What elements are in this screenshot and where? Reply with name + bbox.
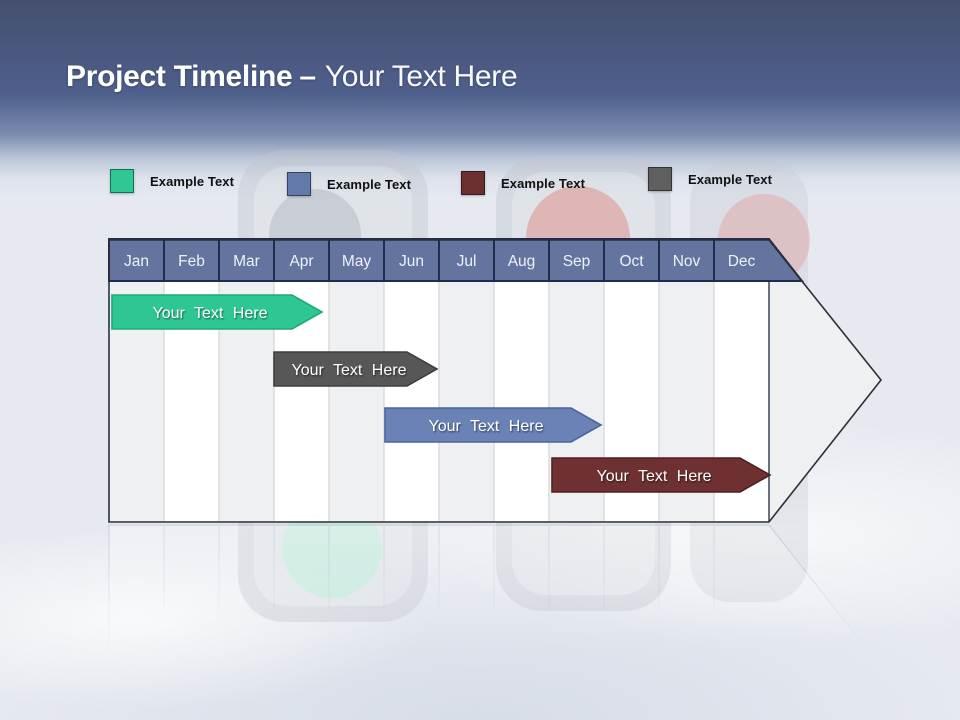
legend-swatch-gray xyxy=(648,167,672,191)
month-label-may: May xyxy=(342,253,372,270)
bar-shape-red xyxy=(551,457,772,493)
month-label-jun: Jun xyxy=(399,253,424,270)
month-header-row[interactable]: Jan Feb Mar Apr May Jun Jul Aug Sep Oct … xyxy=(108,238,805,282)
legend-label-blue: Example Text xyxy=(327,176,412,192)
title-dash: – xyxy=(299,60,316,93)
title-main: Project Timeline xyxy=(66,60,293,93)
title-subtitle: Your Text Here xyxy=(324,60,518,93)
bar-label-gray: Your Text Here xyxy=(292,362,407,379)
timeline-bar-red[interactable]: Your Text Here xyxy=(551,457,772,493)
legend-item-blue[interactable]: Example Text xyxy=(287,172,411,196)
month-label-apr: Apr xyxy=(289,253,313,270)
gantt-bars: Your Text Here Your Text Here Your Text … xyxy=(111,294,772,493)
legend-label-red: Example Text xyxy=(501,175,586,191)
month-header-borders xyxy=(163,240,715,281)
month-label-jan: Jan xyxy=(124,253,149,270)
month-label-mar: Mar xyxy=(233,253,260,270)
legend-item-green[interactable]: Example Text xyxy=(110,169,234,193)
bar-label-blue: Your Text Here xyxy=(429,418,544,435)
reflection-column-lines xyxy=(163,526,715,610)
legend-label-green: Example Text xyxy=(150,173,235,189)
bar-shape-green xyxy=(111,294,324,330)
legend-label-gray: Example Text xyxy=(688,171,773,187)
bar-label-green: Your Text Here xyxy=(153,305,268,322)
legend-item-red[interactable]: Example Text xyxy=(461,171,585,195)
timeline-outline xyxy=(108,239,883,523)
month-label-sep: Sep xyxy=(563,253,591,270)
month-label-dec: Dec xyxy=(728,253,756,270)
month-label-feb: Feb xyxy=(178,253,205,270)
timeline-bar-green[interactable]: Your Text Here xyxy=(111,294,324,330)
table-reflection xyxy=(108,524,882,720)
timeline-bar-blue[interactable]: Your Text Here xyxy=(384,407,603,443)
legend-swatch-green xyxy=(110,169,134,193)
bar-shape-gray xyxy=(273,351,439,387)
timeline-bar-gray[interactable]: Your Text Here xyxy=(273,351,439,387)
bar-shape-blue xyxy=(384,407,603,443)
legend-item-gray[interactable]: Example Text xyxy=(648,167,772,191)
legend-swatch-blue xyxy=(287,172,311,196)
month-label-oct: Oct xyxy=(619,253,644,270)
slide-title[interactable]: Project Timeline–Your Text Here xyxy=(66,60,518,94)
month-stripes xyxy=(109,281,714,522)
legend-swatch-red xyxy=(461,171,485,195)
timeline-arrow-head xyxy=(769,240,881,522)
bar-label-red: Your Text Here xyxy=(597,468,712,485)
month-label-jul: Jul xyxy=(457,253,477,270)
month-label-nov: Nov xyxy=(673,253,701,270)
timeline-table[interactable]: Jan Feb Mar Apr May Jun Jul Aug Sep Oct … xyxy=(108,238,883,523)
month-label-aug: Aug xyxy=(508,253,536,270)
